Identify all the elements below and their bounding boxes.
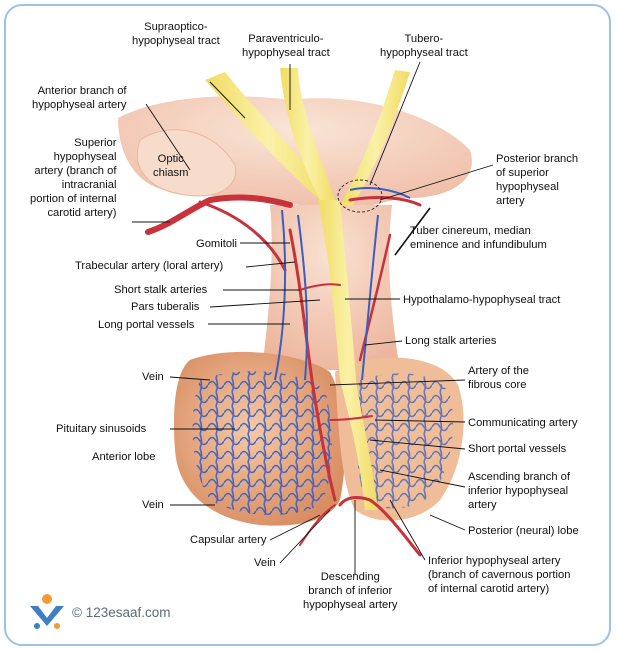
trabecular-artery xyxy=(288,228,337,502)
label-ascending-branch: Ascending branch of inferior hypophyseal… xyxy=(468,471,570,511)
label-descending-branch: Descending branch of inferior hypophysea… xyxy=(303,571,398,611)
label-vein-mid: Vein xyxy=(142,499,164,511)
posterior-lobe-sinusoids xyxy=(355,373,454,509)
label-inferior-hypophyseal-artery: Inferior hypophyseal artery (branch of c… xyxy=(428,555,571,595)
label-communicating-artery: Communicating artery xyxy=(468,417,578,429)
label-vein-top: Vein xyxy=(142,371,164,383)
label-anterior-branch: Anterior branch of hypophyseal artery xyxy=(32,85,127,111)
tubero-region-marker xyxy=(337,179,383,213)
label-long-stalk-arteries: Long stalk arteries xyxy=(405,335,497,347)
anterior-branch xyxy=(198,200,287,272)
label-optic-chiasm: Optic chiasm xyxy=(153,153,189,179)
arteries xyxy=(145,194,422,557)
label-posterior-lobe: Posterior (neural) lobe xyxy=(468,525,579,537)
label-anterior-lobe: Anterior lobe xyxy=(92,451,156,463)
label-superior-hypophyseal-artery: Superior hypophyseal artery (branch of i… xyxy=(30,137,117,219)
short-stalk-artery xyxy=(299,283,341,291)
capsular-artery-path xyxy=(299,504,336,546)
hypothalamo-hypophyseal-tract-shape xyxy=(318,200,378,510)
label-posterior-branch: Posterior branch of superior hypophyseal… xyxy=(496,153,579,207)
optic-chiasm xyxy=(136,129,237,197)
pituitary-stalk xyxy=(262,205,400,370)
label-short-stalk-arteries: Short stalk arteries xyxy=(114,284,208,296)
label-gomitoli: Gomitoli xyxy=(196,238,238,250)
label-vein-bottom: Vein xyxy=(254,557,276,569)
leader-lines xyxy=(132,61,494,575)
label-tuber-cinereum: Tuber cinereum, median eminence and infu… xyxy=(410,225,547,251)
communicating-artery-path xyxy=(329,415,373,421)
watermark-logo-icon xyxy=(30,594,64,629)
label-tubero-tract: Tubero- hypophyseal tract xyxy=(380,33,468,59)
watermark-text: © 123esaaf.com xyxy=(72,604,171,620)
diagram-frame xyxy=(4,4,611,646)
posterior-branch-artery xyxy=(348,196,422,207)
anterior-lobe-sinusoids xyxy=(192,371,332,516)
label-hypothalamo-tract: Hypothalamo-hypophyseal tract xyxy=(403,294,561,306)
label-capsular-artery: Capsular artery xyxy=(190,534,267,546)
superior-hypophyseal-artery xyxy=(145,194,293,235)
supraoptic-tract xyxy=(205,72,332,200)
label-artery-fibrous-core: Artery of the fibrous core xyxy=(468,365,529,391)
paraventricular-tract xyxy=(280,68,335,200)
label-pituitary-sinusoids: Pituitary sinusoids xyxy=(56,423,147,435)
inferior-hypophyseal-artery xyxy=(338,496,422,557)
tuber-bracket xyxy=(394,207,431,256)
label-pars-tuberalis: Pars tuberalis xyxy=(131,301,200,313)
label-paraventriculo-tract: Paraventriculo- hypophyseal tract xyxy=(242,33,330,59)
label-long-portal-vessels: Long portal vessels xyxy=(98,319,195,331)
label-short-portal-vessels: Short portal vessels xyxy=(468,443,567,455)
watermark: © 123esaaf.com xyxy=(28,592,171,632)
tuberal-tract xyxy=(340,70,410,206)
portal-veins xyxy=(274,187,411,381)
label-supraoptico-tract: Supraoptico- hypophyseal tract xyxy=(132,21,220,47)
label-trabecular-artery: Trabecular artery (loral artery) xyxy=(75,260,224,272)
